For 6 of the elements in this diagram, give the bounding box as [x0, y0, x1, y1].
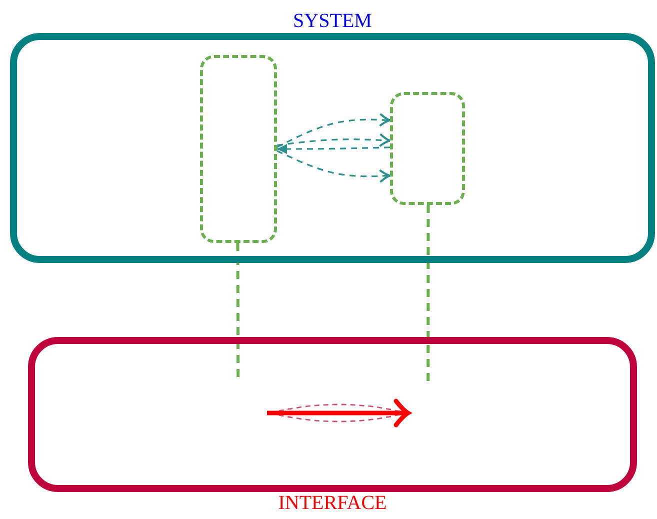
dashed-rounded-box: [200, 55, 277, 243]
box-title: INTERFACE: [277, 492, 388, 515]
arrow: [277, 144, 390, 154]
box-title: SYSTEM: [292, 10, 373, 33]
connector-line: [236, 243, 240, 378]
dashed-rounded-box: [390, 92, 465, 205]
